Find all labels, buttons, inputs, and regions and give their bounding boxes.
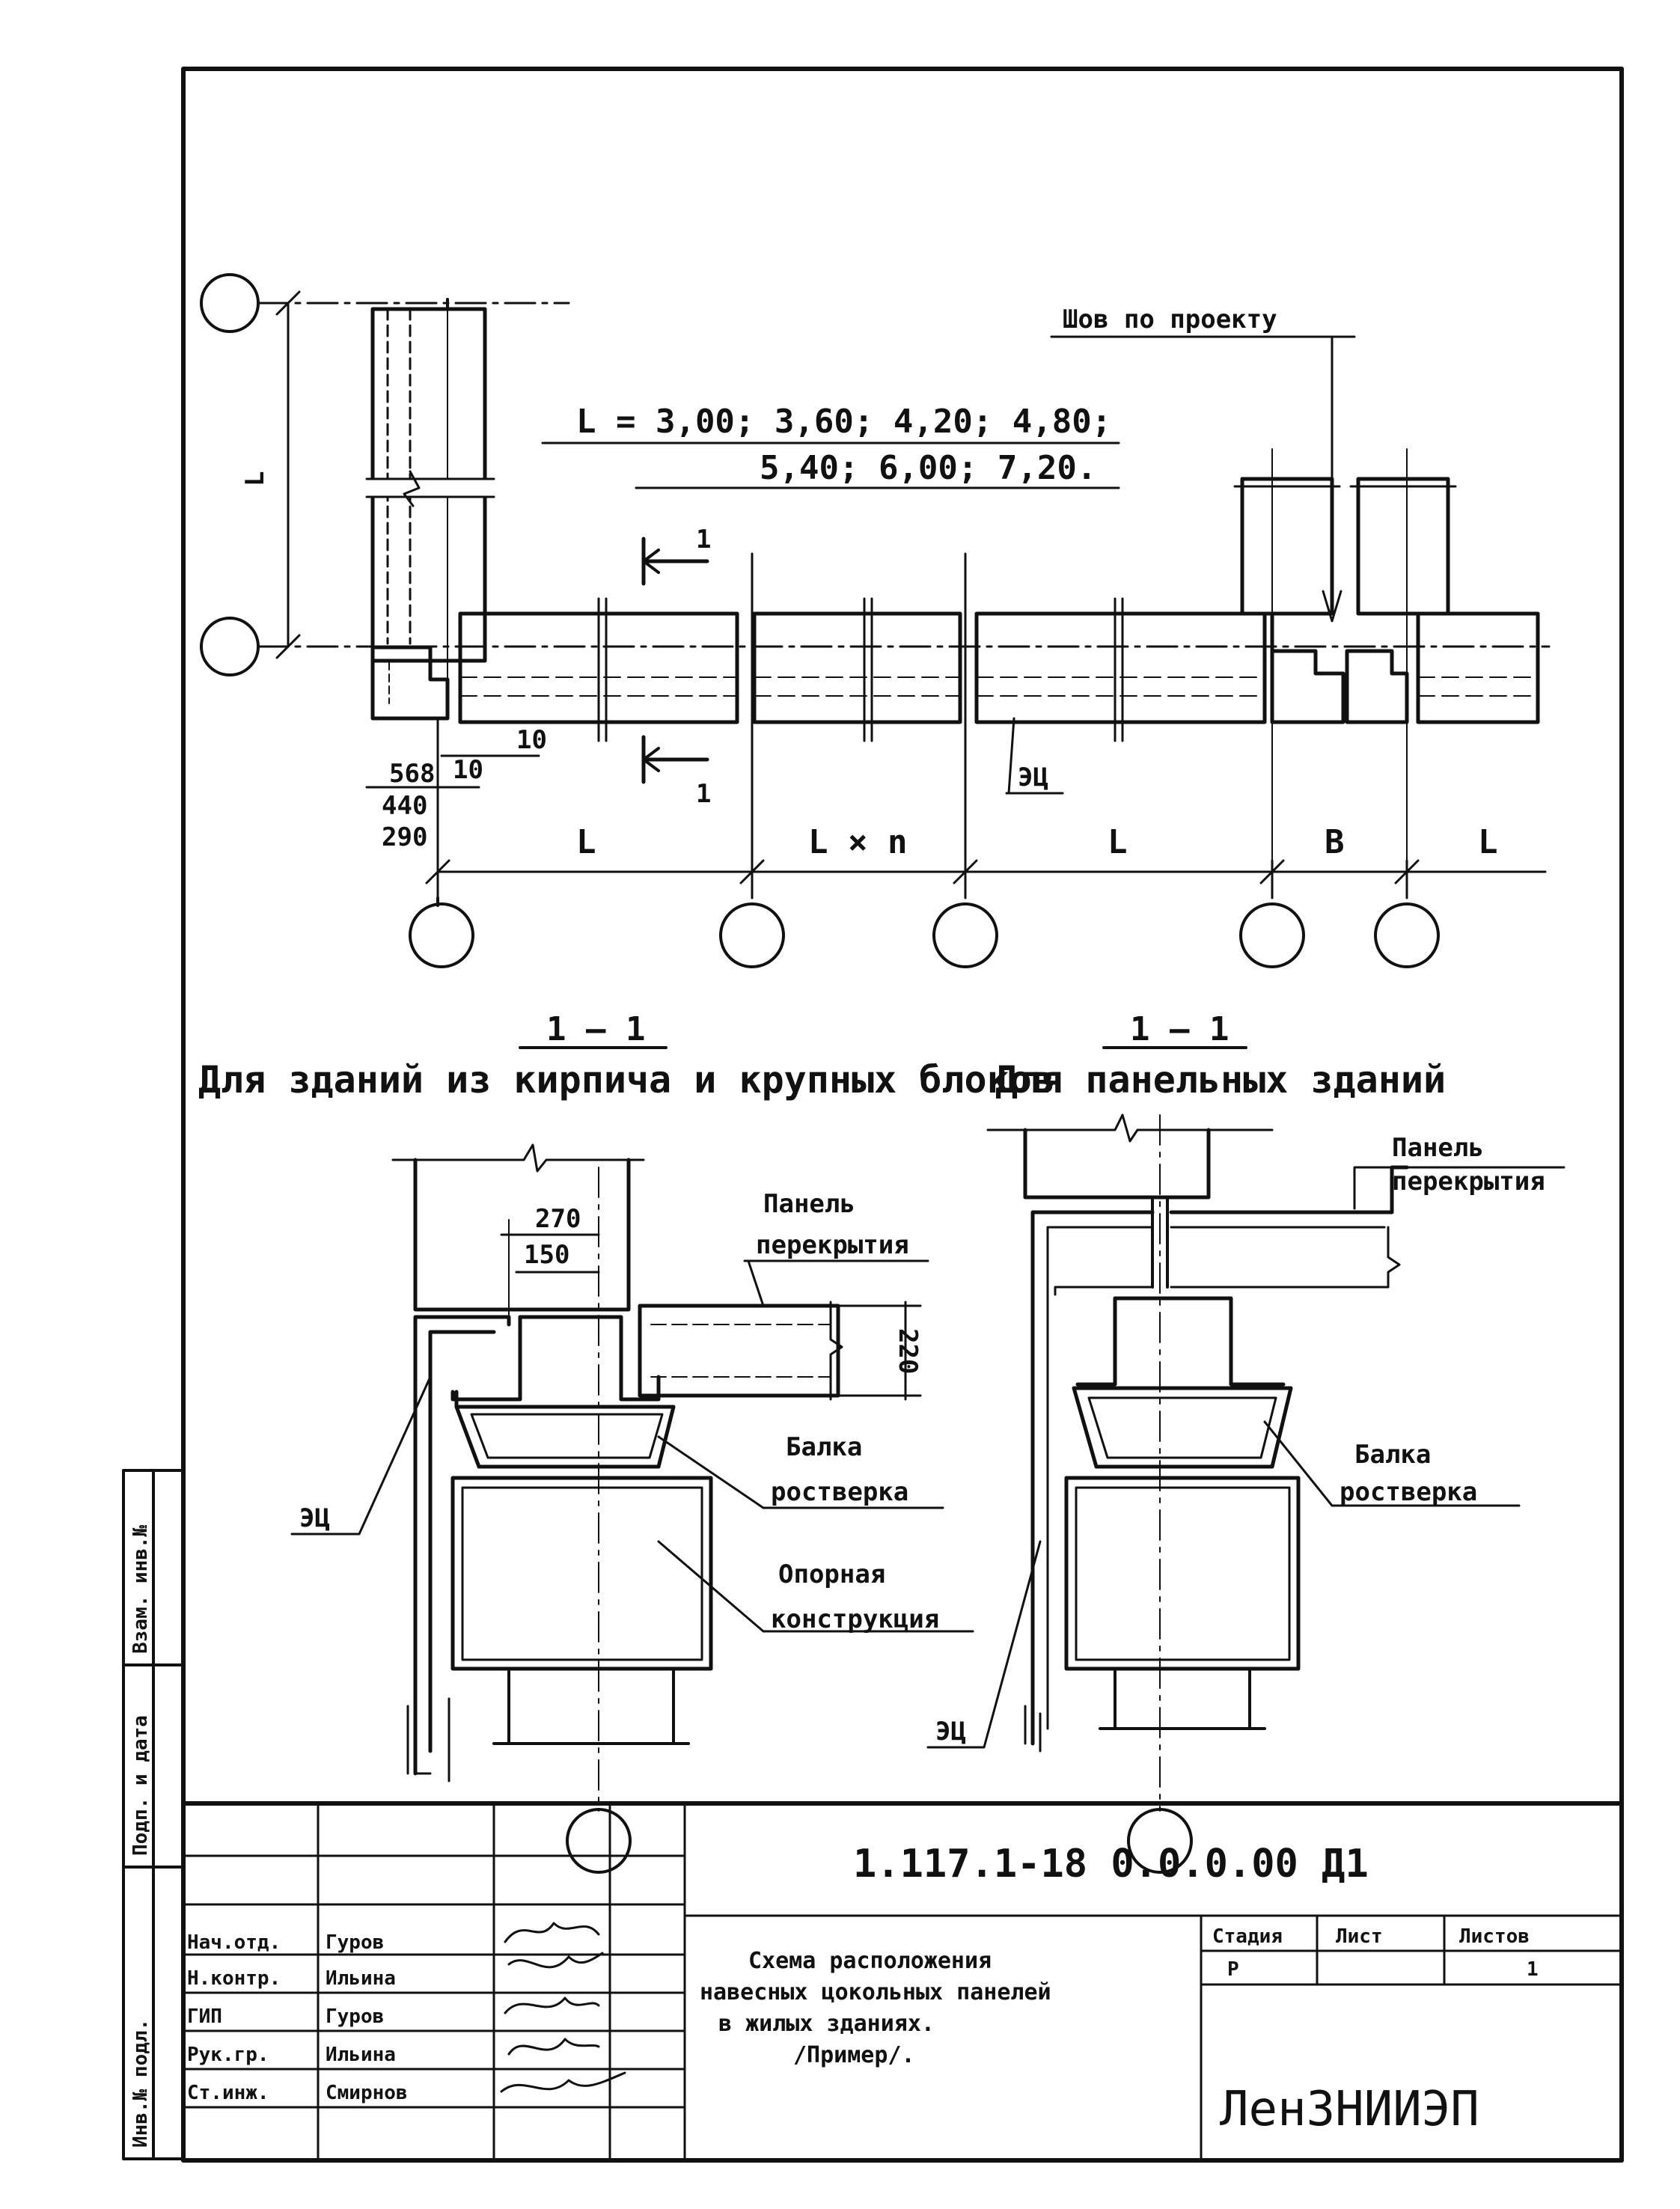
axis-bubble-bottom-2 xyxy=(719,902,785,968)
title-desc-line4: /Пример/. xyxy=(793,2042,915,2068)
plan-span-5: L xyxy=(1478,823,1498,861)
section-right-drawing: Панель перекрытия Балка ростверка ЭЦ xyxy=(926,1113,1566,1874)
axis-bubble-bottom-4 xyxy=(1239,902,1305,968)
title-name-2: Ильина xyxy=(326,1967,396,1990)
section-right-subtitle: Для панельных зданий xyxy=(995,1058,1446,1102)
section-left-support-l1: Опорная xyxy=(778,1559,885,1589)
title-role-1: Нач.отд. xyxy=(187,1931,281,1954)
section-left-drawing: 270 150 220 Панель перекрытия xyxy=(290,1143,974,1874)
title-sheets-value: 1 xyxy=(1527,1958,1539,1981)
plan-span-4: В xyxy=(1325,823,1345,861)
section-right-label-ec: ЭЦ xyxy=(935,1717,966,1747)
section-left-dim-150: 150 xyxy=(524,1240,569,1270)
title-desc-line1: Схема расположения xyxy=(748,1948,992,1974)
plan-span-3: L xyxy=(1108,823,1128,861)
title-role-5: Ст.инж. xyxy=(187,2082,269,2104)
side-stamp-podp-data: Подп. и дата xyxy=(129,1715,152,1856)
plan-dim-L-vertical: L xyxy=(240,471,270,486)
plan-dim-568: 568 xyxy=(389,759,435,789)
title-sheet-header: Лист xyxy=(1336,1925,1383,1948)
title-name-4: Ильина xyxy=(326,2044,396,2066)
section-right-beam-l1: Балка xyxy=(1354,1440,1431,1470)
plan-panels xyxy=(458,611,1540,724)
plan-seam-note: Шов по проекту xyxy=(1063,305,1277,334)
section-left-floor-panel-l2: перекрытия xyxy=(756,1230,909,1260)
title-sheets-header: Листов xyxy=(1459,1925,1530,1948)
axis-bubble-mid-left xyxy=(200,617,260,676)
section-left-beam-l1: Балка xyxy=(786,1432,862,1462)
plan-label-ec: ЭЦ xyxy=(1018,763,1048,792)
title-name-5: Смирнов xyxy=(326,2082,408,2104)
section-right-beam-l2: ростверка xyxy=(1340,1477,1477,1507)
title-name-3: Гуров xyxy=(326,2005,384,2028)
title-stage-value: Р xyxy=(1227,1958,1239,1981)
title-desc-line3: в жилых зданиях. xyxy=(718,2011,935,2037)
title-role-2: Н.контр. xyxy=(187,1967,281,1990)
section-left-floor-panel-l1: Панель xyxy=(763,1189,855,1219)
section-left-subtitle: Для зданий из кирпича и крупных блоков xyxy=(198,1058,1054,1102)
section-right-axis-bubble xyxy=(1127,1808,1193,1874)
plan-section-marker-top: 1 xyxy=(696,525,711,554)
plan-span-2: L × n xyxy=(808,823,907,861)
title-doc-code: 1.117.1-18 0.0.0.00 Д1 xyxy=(853,1842,1369,1886)
title-role-3: ГИП xyxy=(187,2005,222,2028)
plan-dim-10a: 10 xyxy=(516,725,547,755)
title-name-1: Гуров xyxy=(326,1931,384,1954)
signatures xyxy=(500,1922,626,2093)
axis-bubble-bottom-3 xyxy=(932,902,998,968)
title-desc-line2: навесных цокольных панелей xyxy=(700,1979,1051,2005)
plan-view: L L = 3,00; 3,60; 4,20; 4,80; 5,40; 6,00… xyxy=(200,273,1551,968)
plan-dim-290: 290 xyxy=(382,822,427,852)
title-role-4: Рук.гр. xyxy=(187,2044,269,2066)
section-left-support-l2: конструкция xyxy=(771,1604,939,1634)
section-left-beam-l2: ростверка xyxy=(771,1477,908,1507)
title-stage-header: Стадия xyxy=(1212,1925,1283,1948)
section-left-label-ec: ЭЦ xyxy=(299,1503,330,1533)
section-left-dim-220: 220 xyxy=(893,1328,923,1374)
axis-bubble-bottom-1 xyxy=(409,902,474,968)
section-left-axis-bubble xyxy=(566,1808,632,1874)
section-left-label: 1 — 1 xyxy=(546,1010,645,1048)
section-right-label: 1 — 1 xyxy=(1130,1010,1229,1048)
section-left-dim-270: 270 xyxy=(535,1204,581,1234)
axis-bubble-bottom-5 xyxy=(1374,902,1440,968)
plan-dim-440: 440 xyxy=(382,791,427,821)
section-right-floor-panel-l1: Панель xyxy=(1392,1133,1484,1163)
plan-length-values-line2: 5,40; 6,00; 7,20. xyxy=(760,449,1096,487)
side-stamp-inv-podl: Инв.№ подл. xyxy=(129,2019,152,2148)
plan-section-marker-bottom: 1 xyxy=(696,779,711,809)
title-organization: ЛенЗНИИЭП xyxy=(1220,2082,1479,2137)
section-right-floor-panel-l2: перекрытия xyxy=(1392,1167,1545,1197)
title-block: 1.117.1-18 0.0.0.00 Д1 Нач.отд. Н.контр.… xyxy=(181,1801,1624,2163)
plan-length-values-line1: L = 3,00; 3,60; 4,20; 4,80; xyxy=(576,403,1111,441)
plan-span-1: L xyxy=(576,823,596,861)
plan-dim-10b: 10 xyxy=(453,755,483,785)
side-stamp-vzam-inv: Взам. инв.№ xyxy=(129,1524,152,1654)
axis-bubble-top-left xyxy=(200,273,260,333)
